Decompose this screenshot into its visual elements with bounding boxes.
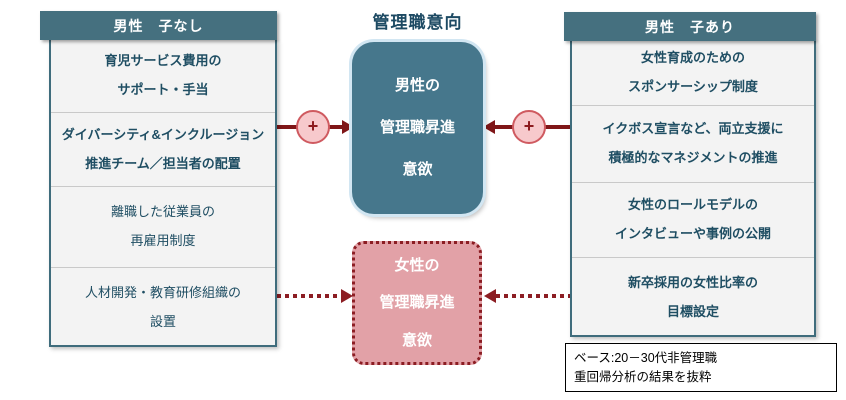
item-line: インタビューや事例の公開 (614, 226, 771, 241)
plus-sign: + (523, 115, 535, 136)
male-promotion-willingness-box: 男性の 管理職昇進 意欲 (352, 42, 483, 214)
item-line: 女性のロールモデルの (627, 197, 758, 213)
left-panel-header-label: 男性 子なし (113, 17, 204, 34)
left-panel-item-diversity-team: ダイバーシティ&インクルージョン 推進チーム／担当者の配置 (51, 113, 275, 187)
plus-icon: + (296, 110, 330, 144)
item-line: イクボス宣言など、両立支援に (602, 121, 784, 137)
left-panel-header: 男性 子なし (40, 11, 277, 40)
item-line: 設置 (149, 313, 176, 329)
arrow-left-icon (483, 120, 495, 134)
right-panel-item-sponsorship: 女性育成のための スポンサーシップ制度 (572, 41, 814, 106)
arrow-right-icon (342, 120, 354, 134)
item-line: スポンサーシップ制度 (628, 79, 758, 94)
female-box-line: 意欲 (401, 331, 432, 349)
item-line: 女性育成のための (640, 50, 745, 66)
item-line: 積極的なマネジメントの推進 (608, 150, 778, 165)
note-line: 重回帰分析の結果を抜粋 (574, 370, 712, 385)
female-promotion-willingness-box: 女性の 管理職昇進 意欲 (352, 241, 482, 365)
female-box-line: 女性の (394, 256, 440, 274)
dotted-arrow-right-icon (341, 289, 353, 303)
right-panel-header-label: 男性 子あり (645, 18, 735, 35)
plus-sign: + (307, 115, 319, 136)
base-note-box: ベース:20－30代非管理職 重回帰分析の結果を抜粋 (565, 343, 837, 392)
male-box-line: 男性の (394, 77, 440, 94)
dotted-arrow-line-left (277, 294, 342, 298)
item-line: サポート・手当 (117, 82, 209, 97)
item-line: 目標設定 (666, 303, 719, 319)
plus-icon: + (512, 110, 546, 144)
note-line: ベース:20－30代非管理職 (574, 351, 718, 365)
dotted-arrow-left-icon (484, 289, 496, 303)
item-line: 育児サービス費用の (104, 53, 222, 69)
right-panel-item-ikuboss: イクボス宣言など、両立支援に 積極的なマネジメントの推進 (572, 106, 814, 183)
left-panel-item-childcare-support: 育児サービス費用の サポート・手当 (51, 40, 275, 113)
item-line: ダイバーシティ&インクルージョン (61, 126, 265, 142)
item-line: 推進チーム／担当者の配置 (85, 155, 241, 171)
left-panel-item-rehire-system: 離職した従業員の 再雇用制度 (51, 187, 275, 268)
dotted-arrow-line-right (496, 294, 570, 298)
male-box-line: 管理職昇進 (379, 119, 455, 136)
item-line: 離職した従業員の (110, 204, 215, 220)
item-line: 再雇用制度 (130, 233, 196, 248)
left-panel-body: 育児サービス費用の サポート・手当 ダイバーシティ&インクルージョン 推進チーム… (49, 40, 277, 347)
right-panel-item-female-ratio-target: 新卒採用の女性比率の 目標設定 (572, 258, 814, 337)
page-title: 管理職意向 (372, 13, 463, 32)
item-line: 新卒採用の女性比率の (627, 274, 758, 290)
right-panel-header: 男性 子あり (564, 12, 816, 41)
item-line: 人材開発・教育研修組織の (84, 284, 241, 300)
male-box-line: 意欲 (402, 161, 433, 178)
female-box-line: 管理職昇進 (379, 294, 455, 312)
left-panel-item-hr-development: 人材開発・教育研修組織の 設置 (51, 268, 275, 347)
right-panel-body: 女性育成のための スポンサーシップ制度 イクボス宣言など、両立支援に 積極的なマ… (570, 41, 816, 337)
right-panel-item-role-model: 女性のロールモデルの インタビューや事例の公開 (572, 183, 814, 258)
